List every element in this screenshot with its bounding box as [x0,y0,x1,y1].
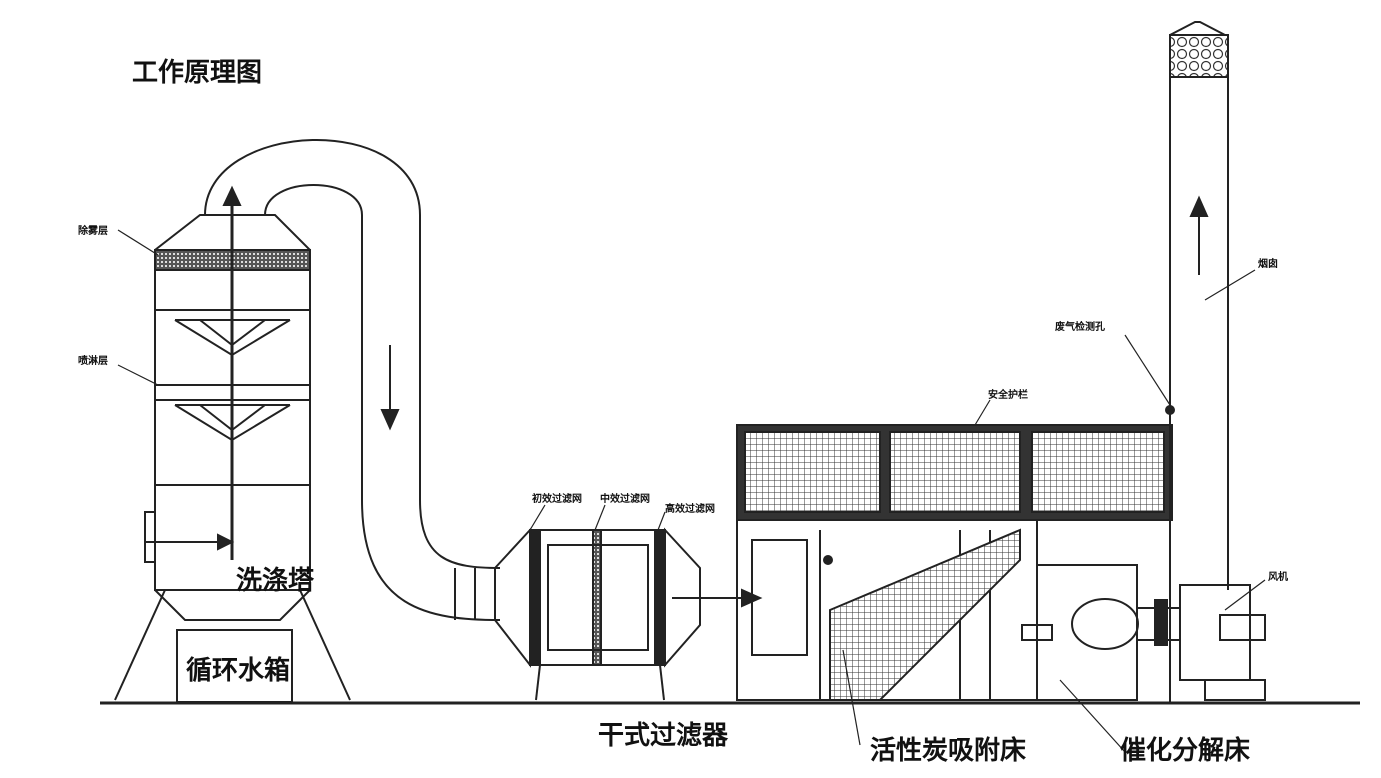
callout-guardrail: 安全护栏 [988,390,1028,401]
callout-high-filter: 高效过滤网 [665,504,715,515]
fan [1179,584,1266,701]
callout-medium-filter: 中效过滤网 [600,494,650,505]
catalytic-bed [1021,564,1180,701]
label-carbon-bed: 活性炭吸附床 [870,736,1027,766]
label-catalytic-bed: 催化分解床 [1120,736,1251,766]
callout-spray-layer: 喷淋层 [78,356,108,367]
scrubber-tower [114,185,351,701]
callout-sampling-port: 废气检测孔 [1055,322,1105,333]
callout-demister: 除雾层 [78,226,108,237]
water-tank [176,629,293,703]
label-scrubber-tower: 洗涤塔 [236,566,315,596]
callout-chimney: 烟囱 [1258,259,1278,270]
carbon-bed [736,424,1173,701]
callout-fan: 风机 [1268,572,1288,583]
label-water-tank: 循环水箱 [186,656,291,686]
callout-primary-filter: 初效过滤网 [532,494,582,505]
chimney [1165,21,1229,703]
dry-filter [529,529,666,701]
label-dry-filter: 干式过滤器 [598,721,729,751]
diagram-title: 工作原理图 [132,58,263,88]
